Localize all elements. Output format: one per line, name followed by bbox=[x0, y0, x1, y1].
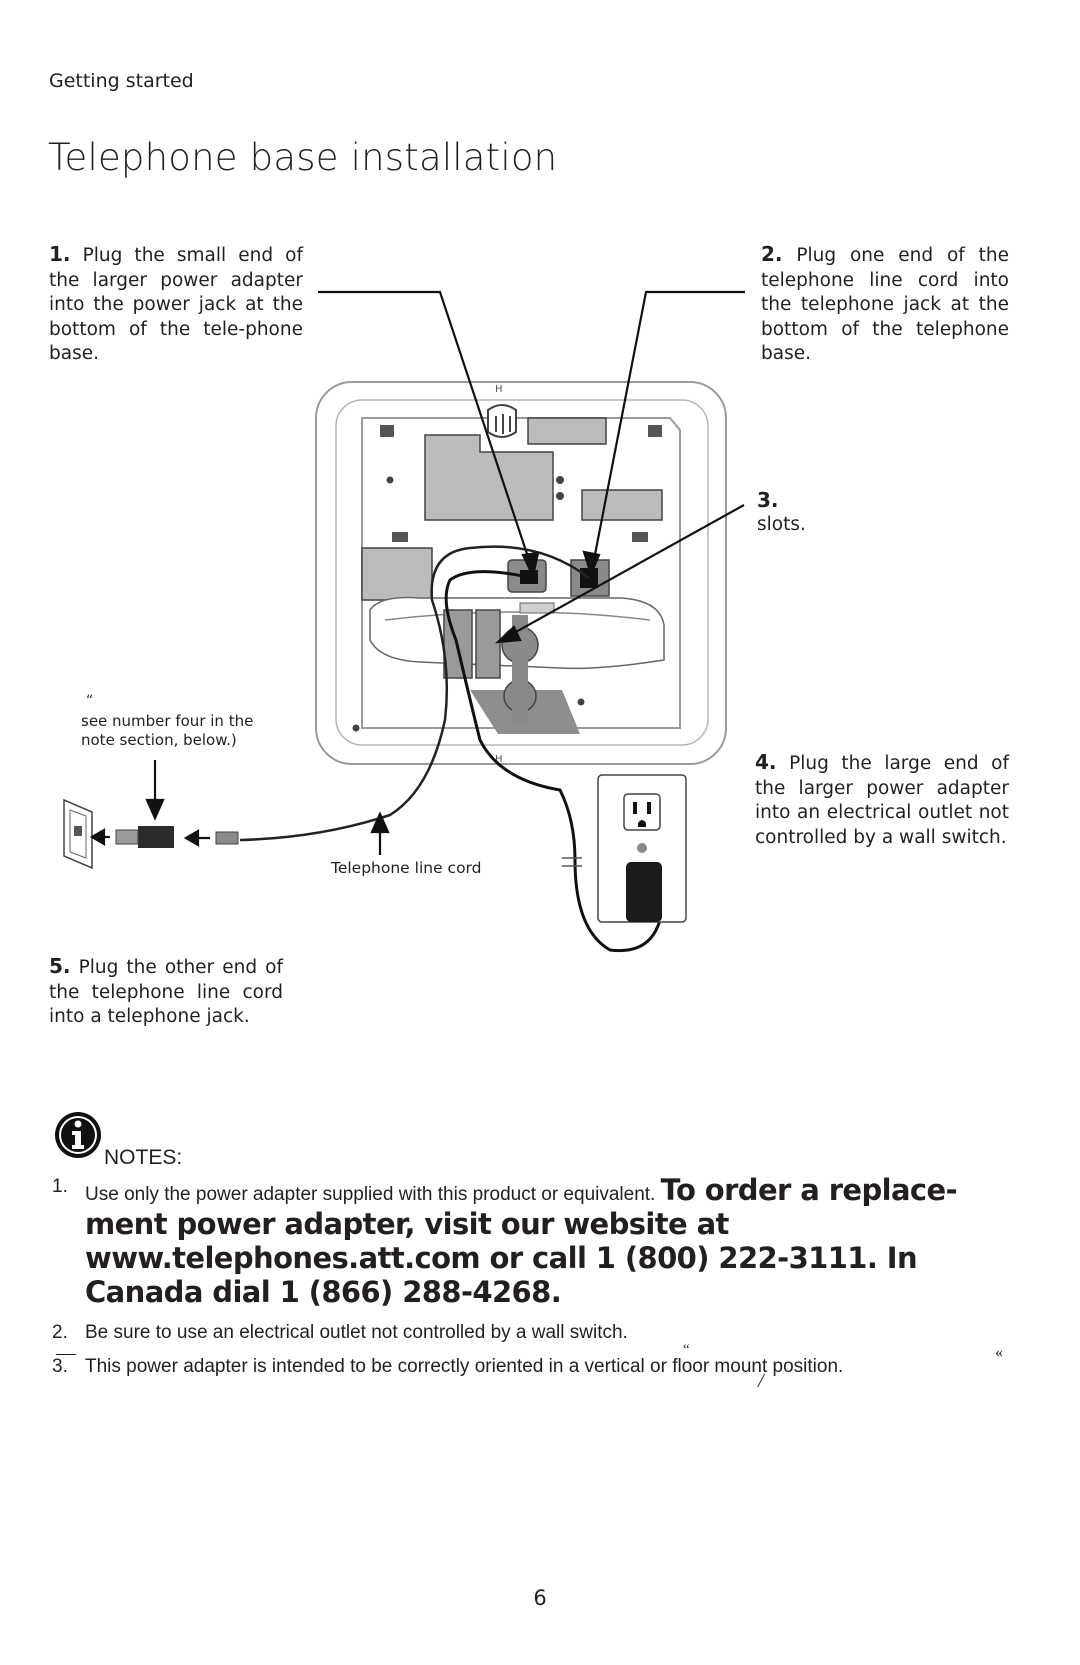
notes-heading: NOTES: bbox=[104, 1146, 183, 1169]
step-4-text: Plug the large end of the larger power a… bbox=[755, 753, 1009, 848]
note-text: Use only the power adapter supplied with… bbox=[85, 1184, 656, 1205]
side-note: see number four in the note section, bel… bbox=[81, 712, 254, 749]
step-3-text: slots. bbox=[757, 513, 806, 535]
diagram-arrows bbox=[89, 290, 745, 855]
note-item: 3. This power adapter is intended to be … bbox=[52, 1354, 1012, 1380]
electrical-outlet-icon bbox=[562, 774, 687, 923]
note-item: 1. Use only the power adapter supplied w… bbox=[52, 1174, 1012, 1310]
stray-slash: / bbox=[758, 1370, 764, 1392]
note-number: 3. bbox=[52, 1356, 68, 1377]
stray-quote: “ bbox=[683, 1342, 690, 1358]
note-text: Be sure to use an electrical outlet not … bbox=[85, 1322, 628, 1343]
step-1-number: 1. bbox=[49, 242, 71, 266]
step-5: 5. Plug the other end of the telephone l… bbox=[49, 954, 283, 1030]
page-number: 6 bbox=[533, 1586, 547, 1610]
section-label: Getting started bbox=[49, 70, 194, 92]
step-3-number: 3. bbox=[757, 488, 779, 512]
stray-dash: — bbox=[56, 1342, 76, 1364]
note-item: 2. Be sure to use an electrical outlet n… bbox=[52, 1320, 1012, 1346]
step-2-number: 2. bbox=[761, 242, 783, 266]
stray-guillemet: « bbox=[995, 1344, 1003, 1361]
step-5-text: Plug the other end of the telephone line… bbox=[49, 957, 283, 1027]
page-title: Telephone base installation bbox=[48, 136, 558, 179]
step-2: 2. Plug one end of the telephone line co… bbox=[761, 242, 1009, 367]
note-number: 1. bbox=[52, 1176, 68, 1197]
info-icon bbox=[55, 1112, 101, 1158]
note-order-info: To order a replace-ment power adapter, v… bbox=[85, 1173, 958, 1309]
step-4-number: 4. bbox=[755, 750, 777, 774]
step-4: 4. Plug the large end of the larger powe… bbox=[755, 750, 1009, 850]
step-1: 1. Plug the small end of the larger powe… bbox=[49, 242, 303, 367]
telephone-base: H H bbox=[315, 381, 727, 765]
phone-line-cord bbox=[239, 545, 590, 842]
svg-text:H: H bbox=[495, 754, 503, 765]
power-cord bbox=[444, 570, 662, 953]
side-note-quote: “ bbox=[86, 693, 94, 709]
note-number: 2. bbox=[52, 1322, 68, 1343]
step-2-text: Plug one end of the telephone line cord … bbox=[761, 245, 1009, 364]
step-5-number: 5. bbox=[49, 954, 71, 978]
step-1-text: Plug the small end of the larger power a… bbox=[49, 245, 303, 364]
svg-text:H: H bbox=[495, 384, 503, 395]
note-text: This power adapter is intended to be cor… bbox=[85, 1356, 844, 1377]
wall-jack-icon bbox=[63, 798, 239, 870]
step-3: 3. slots. bbox=[757, 488, 957, 537]
telephone-line-cord-label: Telephone line cord bbox=[331, 859, 482, 877]
notes-list: 1. Use only the power adapter supplied w… bbox=[52, 1174, 1012, 1388]
